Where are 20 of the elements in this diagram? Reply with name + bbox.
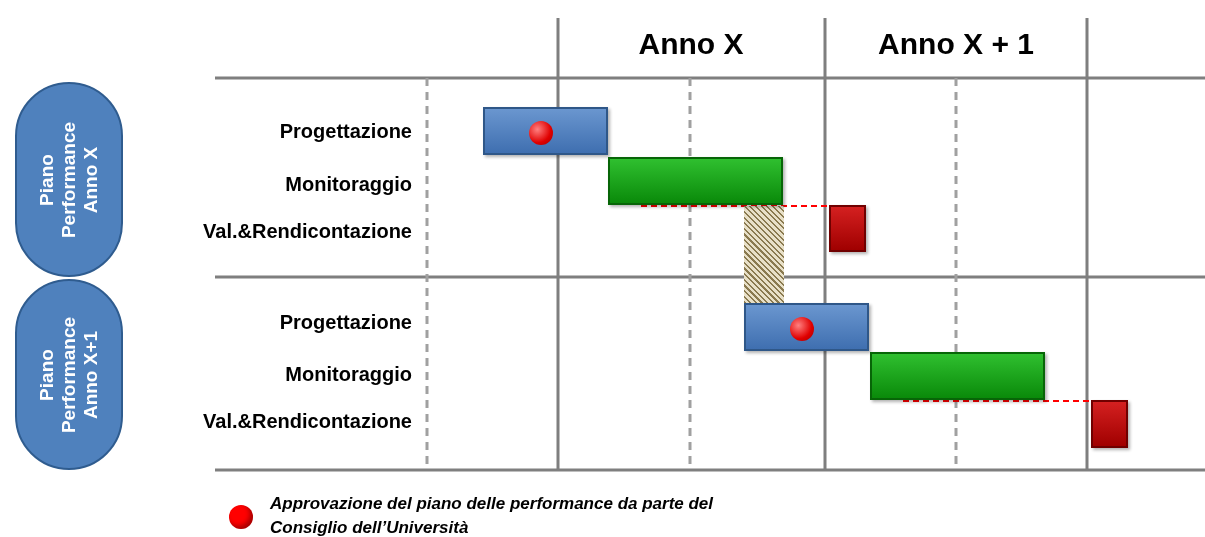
task-bar <box>744 303 869 351</box>
row-label: Val.&Rendicontazione <box>203 409 412 433</box>
row-label: Monitoraggio <box>285 362 412 386</box>
milestone-block <box>829 205 866 252</box>
row-label: Monitoraggio <box>285 172 412 196</box>
milestone-block <box>1091 400 1128 448</box>
year-header: Anno X + 1 <box>878 27 1034 61</box>
task-bar <box>608 157 783 205</box>
year-header: Anno X <box>638 27 744 61</box>
task-bar <box>870 352 1045 400</box>
pill-label: Piano Performance Anno X <box>36 120 102 240</box>
hatched-band <box>744 206 784 303</box>
dashed-connector <box>640 205 830 207</box>
row-label: Progettazione <box>279 310 412 334</box>
pill-label: Piano Performance Anno X+1 <box>36 315 102 435</box>
task-bar <box>483 107 608 155</box>
dashed-connector <box>902 400 1092 402</box>
row-label: Val.&Rendicontazione <box>203 219 412 243</box>
row-label: Progettazione <box>279 119 412 143</box>
legend-text: Approvazione del piano delle performance da parte del Consiglio dell’Università <box>270 493 715 537</box>
